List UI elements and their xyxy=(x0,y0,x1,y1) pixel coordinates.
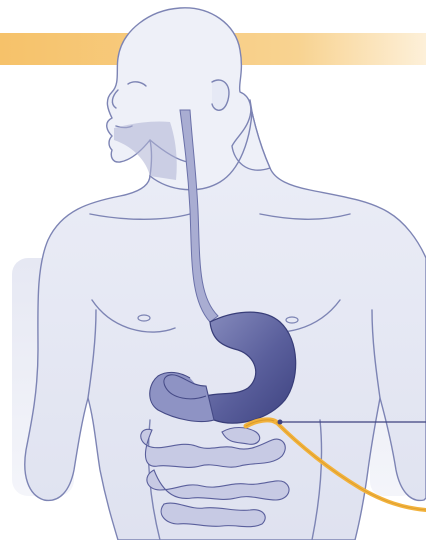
ear-outline xyxy=(212,80,229,110)
callout-dot xyxy=(278,420,283,425)
